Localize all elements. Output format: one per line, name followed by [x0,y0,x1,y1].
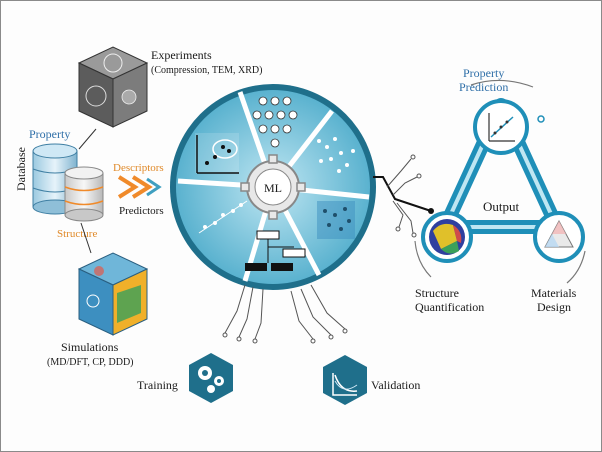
materials-design-label-line1: Materials [531,286,577,300]
ml-gear-icon [240,154,306,220]
property-label: Property [29,127,70,141]
output-cycle [414,79,586,284]
decision-tree-icon [245,230,306,271]
experiments-connector [78,128,97,150]
property-prediction-label-line2: Prediction [459,80,508,94]
cycle-arc-right [566,250,586,284]
circuit-traces [222,284,348,344]
materials-design-label-line2: Design [537,300,571,314]
predictors-label: Predictors [119,205,164,217]
structure-quantification-label-line2: Quantification [415,300,484,314]
materials-design-node-icon [533,211,585,263]
training-label: Training [137,378,178,392]
structure-quantification-label-line1: Structure [415,286,459,300]
simulations-cube-icon [77,252,149,336]
training-hexagon-icon [189,353,233,403]
output-label: Output [483,199,520,214]
simulations-subtitle: (MD/DFT, CP, DDD) [47,357,134,368]
cycle-arc-top [470,79,534,88]
classification-plot-icon [195,133,239,174]
property-prediction-node-icon [473,99,529,155]
validation-hexagon-icon [323,355,367,405]
scatter-cluster-icon [317,137,355,173]
ml-hub: ML [170,84,376,290]
cycle-arc-left [414,240,432,278]
hub-to-cycle-connector [373,154,434,238]
structure-database-icon [64,166,104,222]
clustering-icon [317,201,355,239]
structure-label: Structure [57,228,97,240]
ml-center-label: ML [264,181,282,195]
experiments-cube-icon [77,46,149,128]
descriptors-label: Descriptors [113,162,164,174]
validation-label: Validation [371,378,420,392]
neural-network-icon [252,96,298,148]
simulations-connector [80,222,92,254]
property-prediction-label-line1: Property [463,66,504,80]
regression-scatter-icon [198,200,248,234]
experiments-subtitle: (Compression, TEM, XRD) [151,65,262,76]
structure-quantification-node-icon [421,211,473,263]
database-vertical-label: Database [14,147,28,191]
experiments-title: Experiments [151,48,212,62]
double-chevron-arrow-icon [117,175,162,199]
simulations-title: Simulations [61,340,119,354]
